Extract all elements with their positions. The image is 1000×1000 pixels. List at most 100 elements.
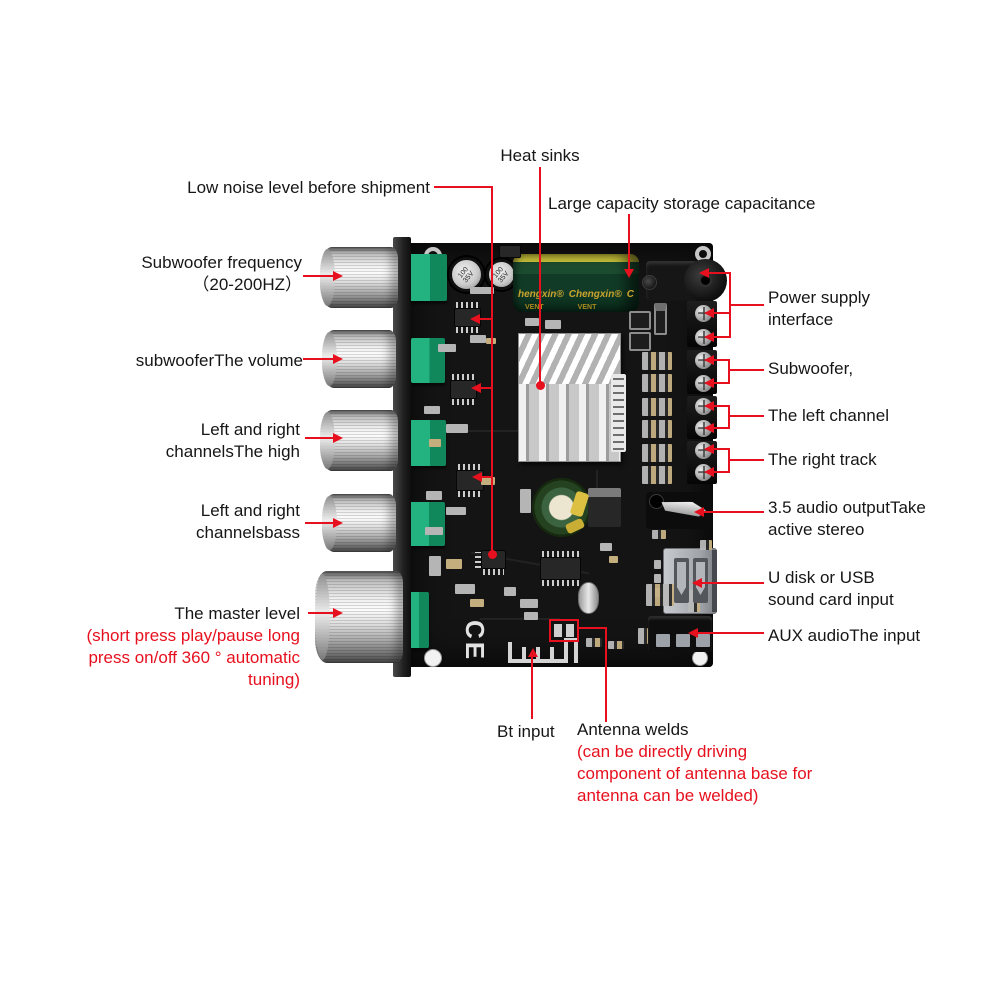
label-note: (short press play/pause long [86,626,300,645]
callout-line [479,318,493,320]
smd-component [438,344,456,352]
label-text: Bt input [497,722,555,741]
smd-component [545,320,561,329]
label-power: Power supply interface [768,287,870,331]
label-text: Heat sinks [500,146,580,165]
smd-cluster [642,444,672,462]
ic-pins [483,569,504,575]
label-text: The left channel [768,406,889,425]
callout-line [481,476,493,478]
callout-arrow [624,269,634,278]
antenna-weld-pad [566,624,574,637]
label-text: Left and right [200,501,300,520]
label-aux-in: AUX audioThe input [768,625,920,647]
pcb-trace [480,618,560,620]
smd-component [429,439,441,447]
callout-arrow [688,628,698,638]
ic-pins [456,302,479,308]
potentiometer-master [407,592,429,648]
callout-arrow [704,332,714,342]
mounting-hole-bottom-left [424,649,442,667]
usb-spring-tab [677,562,686,595]
callout-arrow [704,401,714,411]
label-text: （20-200HZ） [192,275,302,294]
smd-capacitor [654,303,667,335]
label-usb: U disk or USB sound card input [768,567,894,611]
callout-line [714,405,729,407]
callout-line-low-noise [434,186,492,188]
jack-disc [649,494,664,509]
label-right-channel: The right track [768,449,877,471]
label-text: active stereo [768,520,865,539]
smd-component [481,477,495,485]
callout-line-aux [698,632,764,634]
smd-component [609,556,618,563]
smd-cluster [586,638,602,647]
label-text: channelsThe high [165,442,300,461]
callout-arrow [333,271,343,281]
callout-line [714,448,729,450]
ic-pins [456,327,479,333]
callout-line-sub-volume [303,358,333,360]
callout-line-large-capacitor [628,214,630,269]
label-text: The master level [174,604,300,623]
ic-pins [452,374,475,380]
ic-pins [458,464,482,470]
callout-line-antenna [605,627,607,722]
callout-line-left-channel [729,415,764,417]
smd-component [504,587,516,596]
callout-arrow [704,308,714,318]
smd-cluster [608,641,624,649]
smd-component [470,287,494,294]
smd-component [426,491,442,500]
ic-pins [475,552,481,568]
label-note: press on/off 360 ° automatic [88,648,300,667]
capacitor-brand: Chengxin® [568,289,622,300]
callout-arrow [699,268,709,278]
crystal-oscillator [578,582,599,614]
smd-component [425,527,443,535]
smd-cluster [642,352,672,370]
callout-arrow [470,314,480,324]
front-panel-bracket [393,237,411,677]
knob-treble [320,410,398,471]
aux-jack-pad [696,634,710,647]
smd-cluster [700,540,712,550]
callout-arrow [333,608,343,618]
callout-line-heat-sinks [539,167,541,383]
callout-line-antenna [579,627,606,629]
smd-cluster [646,584,674,606]
label-text: Antenna welds [577,720,689,739]
callout-arrow [704,378,714,388]
callout-arrow [333,518,343,528]
callout-line [714,382,729,384]
ce-mark: CE [460,619,490,663]
callout-line-power [730,304,764,306]
label-subwoofer-out: Subwoofer, [768,358,853,380]
callout-line-subwoofer [729,369,764,371]
callout-arrow [472,472,482,482]
smd-cluster [642,466,672,484]
label-note: antenna can be welded) [577,786,759,805]
callout-line-left-channel [728,405,730,429]
smd-component [600,543,612,551]
callout-line-master [308,612,333,614]
smd-cluster [638,628,648,644]
smd-cluster [652,530,666,539]
label-text: channelsbass [196,523,300,542]
smd-cluster [642,420,672,438]
label-note: tuning) [248,670,300,689]
dc-jack-screw [642,275,657,290]
label-bt-input: Bt input [497,721,555,743]
callout-line-usb [702,582,764,584]
smd-component [525,318,539,326]
knob-master-volume [315,571,403,663]
label-low-noise: Low noise level before shipment [187,177,430,199]
smd-component [446,507,466,515]
label-text: Power supply [768,288,871,307]
callout-arrow [333,354,343,364]
label-text: 3.5 audio outputTake [768,498,926,517]
label-heat-sinks: Heat sinks [455,145,625,167]
label-text: The right track [768,450,877,469]
electrolytic-capacitor-1: 100 35V [449,257,484,292]
